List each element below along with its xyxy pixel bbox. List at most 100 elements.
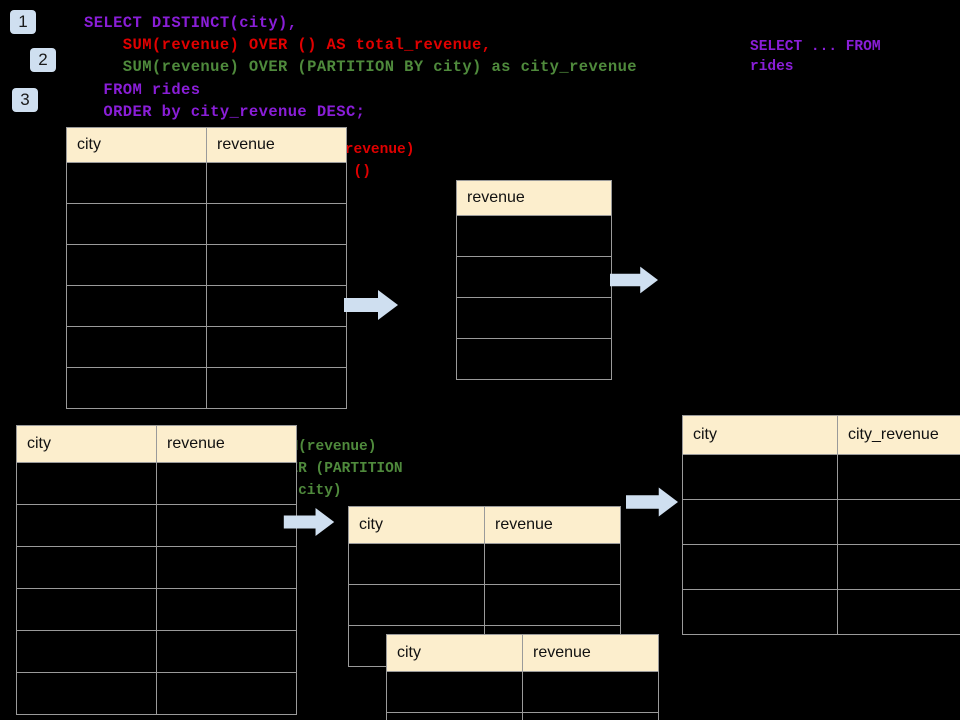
cell-city — [66, 244, 207, 286]
table-row — [16, 546, 297, 589]
cell-revenue — [206, 244, 347, 286]
table-row — [348, 584, 621, 626]
column-header-city: city — [386, 634, 523, 672]
column-header-city-revenue: city_revenue — [837, 415, 960, 455]
column-header-city: city — [682, 415, 838, 455]
sql-line-order-by: ORDER by city_revenue DESC; — [84, 103, 366, 121]
table-row — [16, 630, 297, 673]
cell-city — [682, 589, 838, 635]
cell-revenue — [456, 215, 612, 257]
sql-line-select-distinct: SELECT DISTINCT(city), — [84, 14, 298, 32]
table-row — [386, 671, 659, 713]
table-row — [16, 672, 297, 715]
column-header-city: city — [16, 425, 157, 463]
arrow-total-revenue-to-next — [610, 266, 658, 294]
arrow-rides-to-total-revenue — [344, 290, 398, 320]
cell-city — [66, 367, 207, 409]
table-row — [66, 326, 347, 368]
cell-city — [682, 544, 838, 590]
table-row — [66, 203, 347, 245]
city-revenue-result-table: city city_revenue — [682, 415, 960, 635]
table-row — [456, 256, 612, 298]
arrow-partitions-to-result — [626, 487, 678, 517]
cell-city — [16, 462, 157, 505]
column-header-city: city — [66, 127, 207, 163]
cell-city — [16, 588, 157, 631]
total-revenue-table: revenue — [456, 180, 612, 380]
table-row — [16, 588, 297, 631]
rides-source-table: city revenue — [66, 127, 347, 409]
cell-city — [66, 203, 207, 245]
cell-city — [348, 543, 485, 585]
step-badge-1: 1 — [10, 10, 36, 34]
table-row — [682, 544, 960, 590]
table-header-row: revenue — [456, 180, 612, 216]
cell-city — [682, 454, 838, 500]
table-header-row: city revenue — [16, 425, 297, 463]
cell-city-revenue — [837, 544, 960, 590]
table-row — [456, 215, 612, 257]
partition-group-b-table: city revenue — [386, 634, 659, 720]
cell-revenue — [156, 504, 297, 547]
table-row — [682, 499, 960, 545]
sql-line-from-rides: FROM rides — [84, 81, 201, 99]
cell-revenue — [456, 338, 612, 380]
column-header-revenue: revenue — [156, 425, 297, 463]
cell-city — [348, 584, 485, 626]
cell-revenue — [522, 712, 659, 720]
table-row — [66, 162, 347, 204]
table-header-row: city revenue — [386, 634, 659, 672]
cell-revenue — [156, 630, 297, 673]
table-header-row: city city_revenue — [682, 415, 960, 455]
annotation-select-from-rides: SELECT ... FROM rides — [750, 39, 881, 75]
arrow-rides-to-partitions — [283, 508, 335, 536]
table-row — [66, 367, 347, 409]
cell-revenue — [206, 162, 347, 204]
sql-line-sum-over-empty: SUM(revenue) OVER () AS total_revenue, — [84, 36, 492, 54]
cell-revenue — [156, 672, 297, 715]
column-header-revenue: revenue — [522, 634, 659, 672]
cell-city — [66, 162, 207, 204]
table-header-row: city revenue — [348, 506, 621, 544]
cell-city-revenue — [837, 499, 960, 545]
cell-revenue — [484, 543, 621, 585]
cell-revenue — [206, 203, 347, 245]
sql-line-sum-over-partition: SUM(revenue) OVER (PARTITION BY city) as… — [84, 58, 637, 76]
table-row — [66, 244, 347, 286]
cell-revenue — [522, 671, 659, 713]
partition-group-a-table: city revenue — [348, 506, 621, 667]
table-row — [16, 504, 297, 547]
table-row — [456, 297, 612, 339]
cell-revenue — [206, 285, 347, 327]
column-header-city: city — [348, 506, 485, 544]
cell-revenue — [206, 326, 347, 368]
table-header-row: city revenue — [66, 127, 347, 163]
cell-city — [16, 504, 157, 547]
cell-city — [66, 326, 207, 368]
cell-revenue — [456, 297, 612, 339]
table-row — [348, 543, 621, 585]
table-row — [682, 589, 960, 635]
cell-city — [16, 630, 157, 673]
cell-city — [66, 285, 207, 327]
table-row — [682, 454, 960, 500]
table-row — [386, 712, 659, 720]
cell-revenue — [456, 256, 612, 298]
cell-city — [682, 499, 838, 545]
cell-revenue — [206, 367, 347, 409]
column-header-revenue: revenue — [456, 180, 612, 216]
column-header-revenue: revenue — [206, 127, 347, 163]
table-row — [66, 285, 347, 327]
table-row — [456, 338, 612, 380]
cell-revenue — [156, 546, 297, 589]
step-badge-3: 3 — [12, 88, 38, 112]
cell-revenue — [484, 584, 621, 626]
cell-city-revenue — [837, 454, 960, 500]
cell-city — [16, 546, 157, 589]
column-header-revenue: revenue — [484, 506, 621, 544]
cell-city — [16, 672, 157, 715]
cell-city — [386, 671, 523, 713]
cell-revenue — [156, 588, 297, 631]
rides-partition-source-table: city revenue — [16, 425, 297, 715]
